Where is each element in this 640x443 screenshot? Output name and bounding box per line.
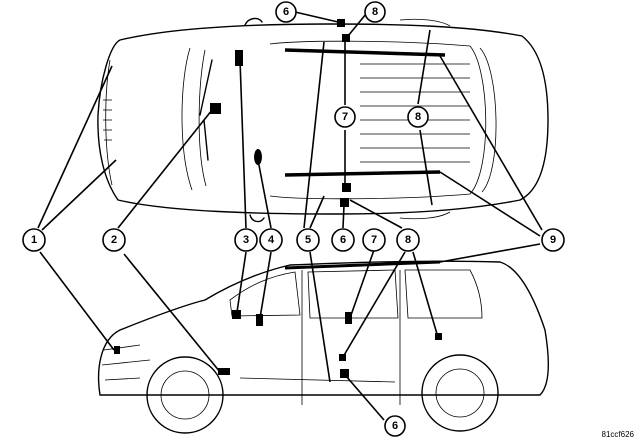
svg-text:8: 8 xyxy=(405,234,411,246)
component-markers xyxy=(114,19,442,378)
marker-3-top xyxy=(235,50,243,66)
marker-2-side xyxy=(218,368,230,375)
svg-text:2: 2 xyxy=(111,234,117,246)
marker-7-side xyxy=(345,312,352,324)
callouts: 6 8 7 8 1 2 3 4 xyxy=(22,1,565,437)
svg-text:7: 7 xyxy=(342,111,348,123)
marker-4-top xyxy=(254,149,262,165)
svg-text:3: 3 xyxy=(243,234,249,246)
leader-lines xyxy=(37,11,543,421)
marker-1-side xyxy=(114,346,120,354)
svg-text:4: 4 xyxy=(268,234,275,246)
callout-7-middle: 7 xyxy=(362,228,386,252)
marker-8-side-b xyxy=(435,333,442,340)
callout-6-bottom: 6 xyxy=(384,415,406,437)
svg-text:6: 6 xyxy=(340,234,346,246)
callout-6-top: 6 xyxy=(275,1,297,23)
callout-1: 1 xyxy=(22,228,46,252)
callout-8-top-right: 8 xyxy=(407,106,429,128)
svg-text:8: 8 xyxy=(415,111,421,123)
svg-text:6: 6 xyxy=(392,420,398,432)
marker-8-top-a xyxy=(342,34,350,42)
svg-text:1: 1 xyxy=(31,234,37,246)
callout-8-middle: 8 xyxy=(396,228,420,252)
marker-2-top xyxy=(210,103,221,114)
callout-4: 4 xyxy=(259,228,283,252)
side-view-vehicle xyxy=(97,260,549,434)
callout-8-top: 8 xyxy=(364,1,386,23)
marker-4-side xyxy=(256,314,263,326)
callout-6-middle: 6 xyxy=(331,228,355,252)
marker-6-top-b xyxy=(340,198,349,207)
callout-9: 9 xyxy=(541,228,565,252)
marker-8-side-a xyxy=(339,354,346,361)
callout-5: 5 xyxy=(296,228,320,252)
figure-id: 81ccf626 xyxy=(601,430,634,439)
marker-3-side xyxy=(232,310,241,319)
callout-3: 3 xyxy=(234,228,258,252)
svg-text:5: 5 xyxy=(305,234,311,246)
callout-2: 2 xyxy=(102,228,126,252)
svg-text:9: 9 xyxy=(550,234,556,246)
svg-text:6: 6 xyxy=(283,6,289,18)
svg-text:8: 8 xyxy=(372,6,378,18)
marker-7-top xyxy=(342,183,351,192)
callout-7-top: 7 xyxy=(334,106,356,128)
svg-text:7: 7 xyxy=(371,234,377,246)
marker-6-side xyxy=(340,369,349,378)
marker-6-top xyxy=(337,19,345,27)
